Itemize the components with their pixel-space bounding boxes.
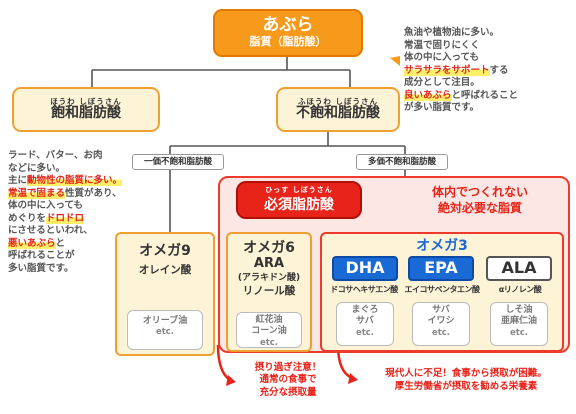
dha-etc: etc. <box>355 327 375 338</box>
sat-note-l6: めぐりをドロドロ <box>8 212 85 224</box>
omega9-etc: etc. <box>155 327 175 338</box>
epa-food: サバ イワシ etc. <box>412 302 470 346</box>
sat-note-l2: などに多い。 <box>8 162 66 174</box>
epa-sub: エイコサペンタエン酸 <box>404 285 481 294</box>
unsat-note-l3: 体の中に入っても <box>404 52 480 64</box>
warn6-l2: 通常の食事で <box>259 374 317 386</box>
warn6-l3: 充分な摂取量 <box>259 386 317 398</box>
warn3-l1: 現代人に不足！食事から摂取が困難。 <box>385 368 547 379</box>
omega6-sub: リノール酸 <box>242 285 296 297</box>
ala-sub: αリノレン酸 <box>498 285 542 294</box>
epa-etc: etc. <box>431 327 451 338</box>
unsat-note-l5: 成分として注目。 <box>404 77 480 89</box>
saturated-ruby: ほうわ しぼうさん <box>50 97 122 107</box>
unsaturated-box: ふほうわ しぼうさん 不飽和脂肪酸 <box>276 87 400 132</box>
unsaturated-title: 不飽和脂肪酸 <box>296 104 380 121</box>
essential-desc: 体内でつくれない 絶対必要な脂質 <box>400 185 560 216</box>
mono-unsaturated-tag: 一価不飽和脂肪酸 <box>132 154 224 170</box>
omega6-warning: 摂り過ぎ注意！ 通常の食事で 充分な摂取量 <box>238 362 338 399</box>
saturated-note: ラード、バター、お肉 などに多い。 主に動物性の脂質に多い。 常温で固まる性質が… <box>8 150 156 275</box>
ala-food-1: しそ油 <box>505 305 533 315</box>
warn6-arrow-head <box>226 375 236 386</box>
unsaturated-note: 魚油や植物油に多い。 常温で固りにくく 体の中に入っても サラサラをサポートする… <box>404 27 574 115</box>
essential-fatty-acid-pill: ひっす しぼうさん 必須脂肪酸 <box>236 181 362 219</box>
essential-ruby: ひっす しぼうさん <box>265 185 333 194</box>
omega9-sub: オレイン酸 <box>138 264 192 276</box>
essential-title: 必須脂肪酸 <box>264 196 334 213</box>
omega6-ara: ARA <box>253 256 285 271</box>
essential-desc-2: 絶対必要な脂質 <box>437 200 522 215</box>
poly-unsaturated-tag: 多価不飽和脂肪酸 <box>356 154 448 170</box>
sat-note-l5: 体の中に入っても <box>8 200 84 212</box>
omega9-food: オリーブ油 etc. <box>127 310 203 350</box>
omega3-warning: 現代人に不足！食事から摂取が困難。 厚生労働省が摂取を勧める栄養素 <box>360 368 572 394</box>
epa-food-2: イワシ <box>427 316 455 327</box>
omega6-title: オメガ6 <box>243 240 295 256</box>
ala-food: しそ油 亜麻仁油 etc. <box>490 302 548 346</box>
warn3-arrow-head <box>348 373 358 384</box>
dha-label: DHA <box>332 256 398 281</box>
omega9-title: オメガ9 <box>139 243 191 259</box>
sat-note-l10: 多い脂質です。 <box>8 262 74 274</box>
warn6-l1: 摂り過ぎ注意！ <box>254 362 322 373</box>
dha-food-1: まぐろ <box>351 305 379 315</box>
omega6-box: オメガ6 ARA (アラキドン酸) リノール酸 紅花油 コーン油 etc. <box>226 232 312 352</box>
warn3-l2: 厚生労働省が摂取を勧める栄養素 <box>394 380 538 392</box>
omega9-box: オメガ9 オレイン酸 オリーブ油 etc. <box>115 232 215 356</box>
sat-note-l9: 呼ばれることが <box>8 250 75 262</box>
omega6-etc: etc. <box>259 337 279 348</box>
fat-top-box: あぶら 脂質（脂肪酸） <box>213 9 363 57</box>
sat-note-l1: ラード、バター、お肉 <box>8 150 103 161</box>
dha-food-2: サバ <box>356 316 374 327</box>
saturated-box: ほうわ しぼうさん 飽和脂肪酸 <box>12 87 160 132</box>
fat-subtitle: 脂質（脂肪酸） <box>249 35 327 49</box>
omega6-food-1: 紅花油 <box>255 315 283 325</box>
fat-title: あぶら <box>262 15 314 36</box>
omega6-ara-sub: (アラキドン酸) <box>237 273 301 283</box>
essential-desc-1: 体内でつくれない <box>431 185 528 199</box>
unsat-note-l4: サラサラをサポートする <box>404 64 509 76</box>
sat-note-l4: 常温で固まる性質があり、 <box>8 187 122 199</box>
sat-note-l7: にさせるといわれ、 <box>8 225 93 237</box>
epa-label: EPA <box>408 256 474 281</box>
unsat-note-l1: 魚油や植物油に多い。 <box>404 27 500 38</box>
epa-food-1: サバ <box>432 305 450 315</box>
ala-etc: etc. <box>509 327 529 338</box>
dha-food: まぐろ サバ etc. <box>336 302 394 346</box>
saturated-title: 飽和脂肪酸 <box>51 104 121 121</box>
omega6-food-2: コーン油 <box>251 326 287 337</box>
callout-arrow-unsat <box>390 56 400 66</box>
ala-label: ALA <box>486 256 552 281</box>
dha-sub: ドコサヘキサエン酸 <box>330 285 398 294</box>
omega9-food-1: オリーブ油 <box>142 316 188 326</box>
unsaturated-ruby: ふほうわ しぼうさん <box>297 97 379 107</box>
omega6-food: 紅花油 コーン油 etc. <box>236 312 302 348</box>
ala-food-2: 亜麻仁油 <box>500 316 537 327</box>
sat-note-l8: 悪いあぶらと <box>8 237 66 249</box>
unsat-note-l7: が多い脂質です。 <box>404 102 480 114</box>
omega3-box: オメガ3 DHA EPA ALA ドコサヘキサエン酸 エイコサペンタエン酸 αリ… <box>320 232 564 352</box>
unsat-note-l6: 良いあぶらと呼ばれること <box>404 89 519 101</box>
omega3-title: オメガ3 <box>416 238 468 254</box>
unsat-note-l2: 常温で固りにくく <box>404 39 480 51</box>
sat-note-l3: 主に動物性の脂質に多い。 <box>8 175 123 187</box>
